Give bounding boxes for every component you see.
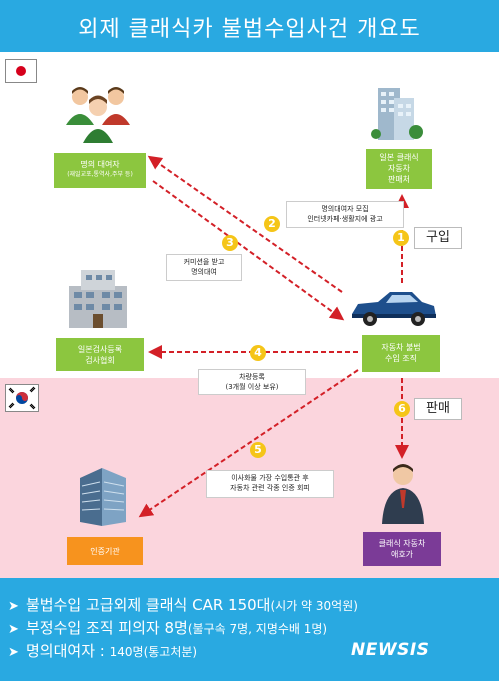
summary-row-3-count: 140명 xyxy=(109,645,144,659)
step-2-note: 명의대여자 모집 인터넷카페·생활지에 광고 xyxy=(286,201,404,228)
summary-row-1-sub: (시가 약 30억원) xyxy=(270,599,358,613)
inspection-building-icon xyxy=(65,264,131,334)
dealer-building-icon xyxy=(368,84,428,146)
cert-title: 인증기관 xyxy=(90,547,120,556)
summary-row-3-sub: (통고처분) xyxy=(143,645,198,659)
step-4-badge: 4 xyxy=(250,345,266,361)
dealer-line2: 자동차 xyxy=(387,164,411,173)
dealer-line3: 판매처 xyxy=(387,175,411,184)
summary-footer xyxy=(0,578,499,681)
cert-building-icon xyxy=(72,466,132,532)
car-icon xyxy=(348,286,438,334)
lender-sub: (재일교포,통역사,주부 등) xyxy=(67,171,133,178)
newsis-logo: NEWSIS xyxy=(351,640,430,660)
step-3-note: 커미션을 받고 명의대여 xyxy=(166,254,242,281)
buyer-line2: 애호가 xyxy=(390,550,414,559)
step-4-line2: (3개월 이상 보유) xyxy=(225,383,279,391)
header-bar: 외제 클래식카 불법수입사건 개요도 xyxy=(0,0,499,52)
buyer-line1: 클래식 자동차 xyxy=(378,539,426,548)
step-5-note: 이사화물 가장 수입통관 후 자동차 관련 각종 인증 회피 xyxy=(206,470,334,498)
summary-row-2-sub: (불구속 7명, 지명수배 1명) xyxy=(187,622,328,636)
summary-row-2: ➤ 부정수입 조직 피의자 8명(불구속 7명, 지명수배 1명) xyxy=(8,617,327,638)
arrow-3 xyxy=(152,180,345,321)
step-6-label: 판매 xyxy=(414,398,462,420)
step-4-line1: 차량등록 xyxy=(239,373,265,381)
step-1-badge: 1 xyxy=(393,230,409,246)
node-cert: 인증기관 xyxy=(67,537,143,565)
businessman-icon xyxy=(380,462,426,528)
summary-row-1-main: 불법수입 고급외제 클래식 CAR 150대 xyxy=(26,596,271,614)
step-2-line2: 인터넷카페·생활지에 광고 xyxy=(307,215,383,223)
summary-row-2-main: 부정수입 조직 피의자 8명 xyxy=(26,619,188,637)
chevron-double-icon: ➤ xyxy=(8,599,19,614)
node-ring: 자동차 불법 수입 조직 xyxy=(362,335,440,372)
step-5-badge: 5 xyxy=(250,442,266,458)
step-6-badge: 6 xyxy=(394,401,410,417)
node-buyer: 클래식 자동차 애호가 xyxy=(363,532,441,566)
step-3-badge: 3 xyxy=(222,235,238,251)
step-2-badge: 2 xyxy=(264,216,280,232)
step-1-label: 구입 xyxy=(414,227,462,249)
dealer-line1: 일본 클래식 xyxy=(379,153,419,162)
arrow-2 xyxy=(147,155,343,293)
inspection-line1: 일본검사등록 xyxy=(77,345,123,354)
node-dealer: 일본 클래식 자동차 판매처 xyxy=(366,149,432,189)
ring-line1: 자동차 불법 xyxy=(381,343,421,352)
summary-row-3: ➤ 명의대여자 : 140명(통고처분) xyxy=(8,640,197,661)
people-icon xyxy=(66,85,130,147)
ring-line2: 수입 조직 xyxy=(385,354,417,363)
step-4-note: 차량등록 (3개월 이상 보유) xyxy=(198,369,306,395)
node-lender: 명의 대여자 (재일교포,통역사,주부 등) xyxy=(54,153,146,188)
step-3-line2: 명의대여 xyxy=(191,268,217,276)
diagram-title: 외제 클래식카 불법수입사건 개요도 xyxy=(78,17,421,42)
summary-row-3-main: 명의대여자 : xyxy=(26,642,105,660)
japan-flag-icon xyxy=(5,59,37,83)
step-2-line1: 명의대여자 모집 xyxy=(321,205,369,213)
step-3-line1: 커미션을 받고 xyxy=(183,258,225,266)
node-inspection: 일본검사등록 검사협회 xyxy=(56,338,144,371)
summary-row-1: ➤ 불법수입 고급외제 클래식 CAR 150대(시가 약 30억원) xyxy=(8,594,358,615)
inspection-line2: 검사협회 xyxy=(85,356,115,365)
step-5-line2: 자동차 관련 각종 인증 회피 xyxy=(230,484,310,492)
lender-title: 명의 대여자 xyxy=(80,160,120,169)
arrow-5 xyxy=(138,369,359,518)
step-5-line1: 이사화물 가장 수입통관 후 xyxy=(231,474,309,482)
chevron-double-icon: ➤ xyxy=(8,622,19,637)
korea-flag-icon xyxy=(5,384,39,412)
chevron-double-icon: ➤ xyxy=(8,645,19,660)
